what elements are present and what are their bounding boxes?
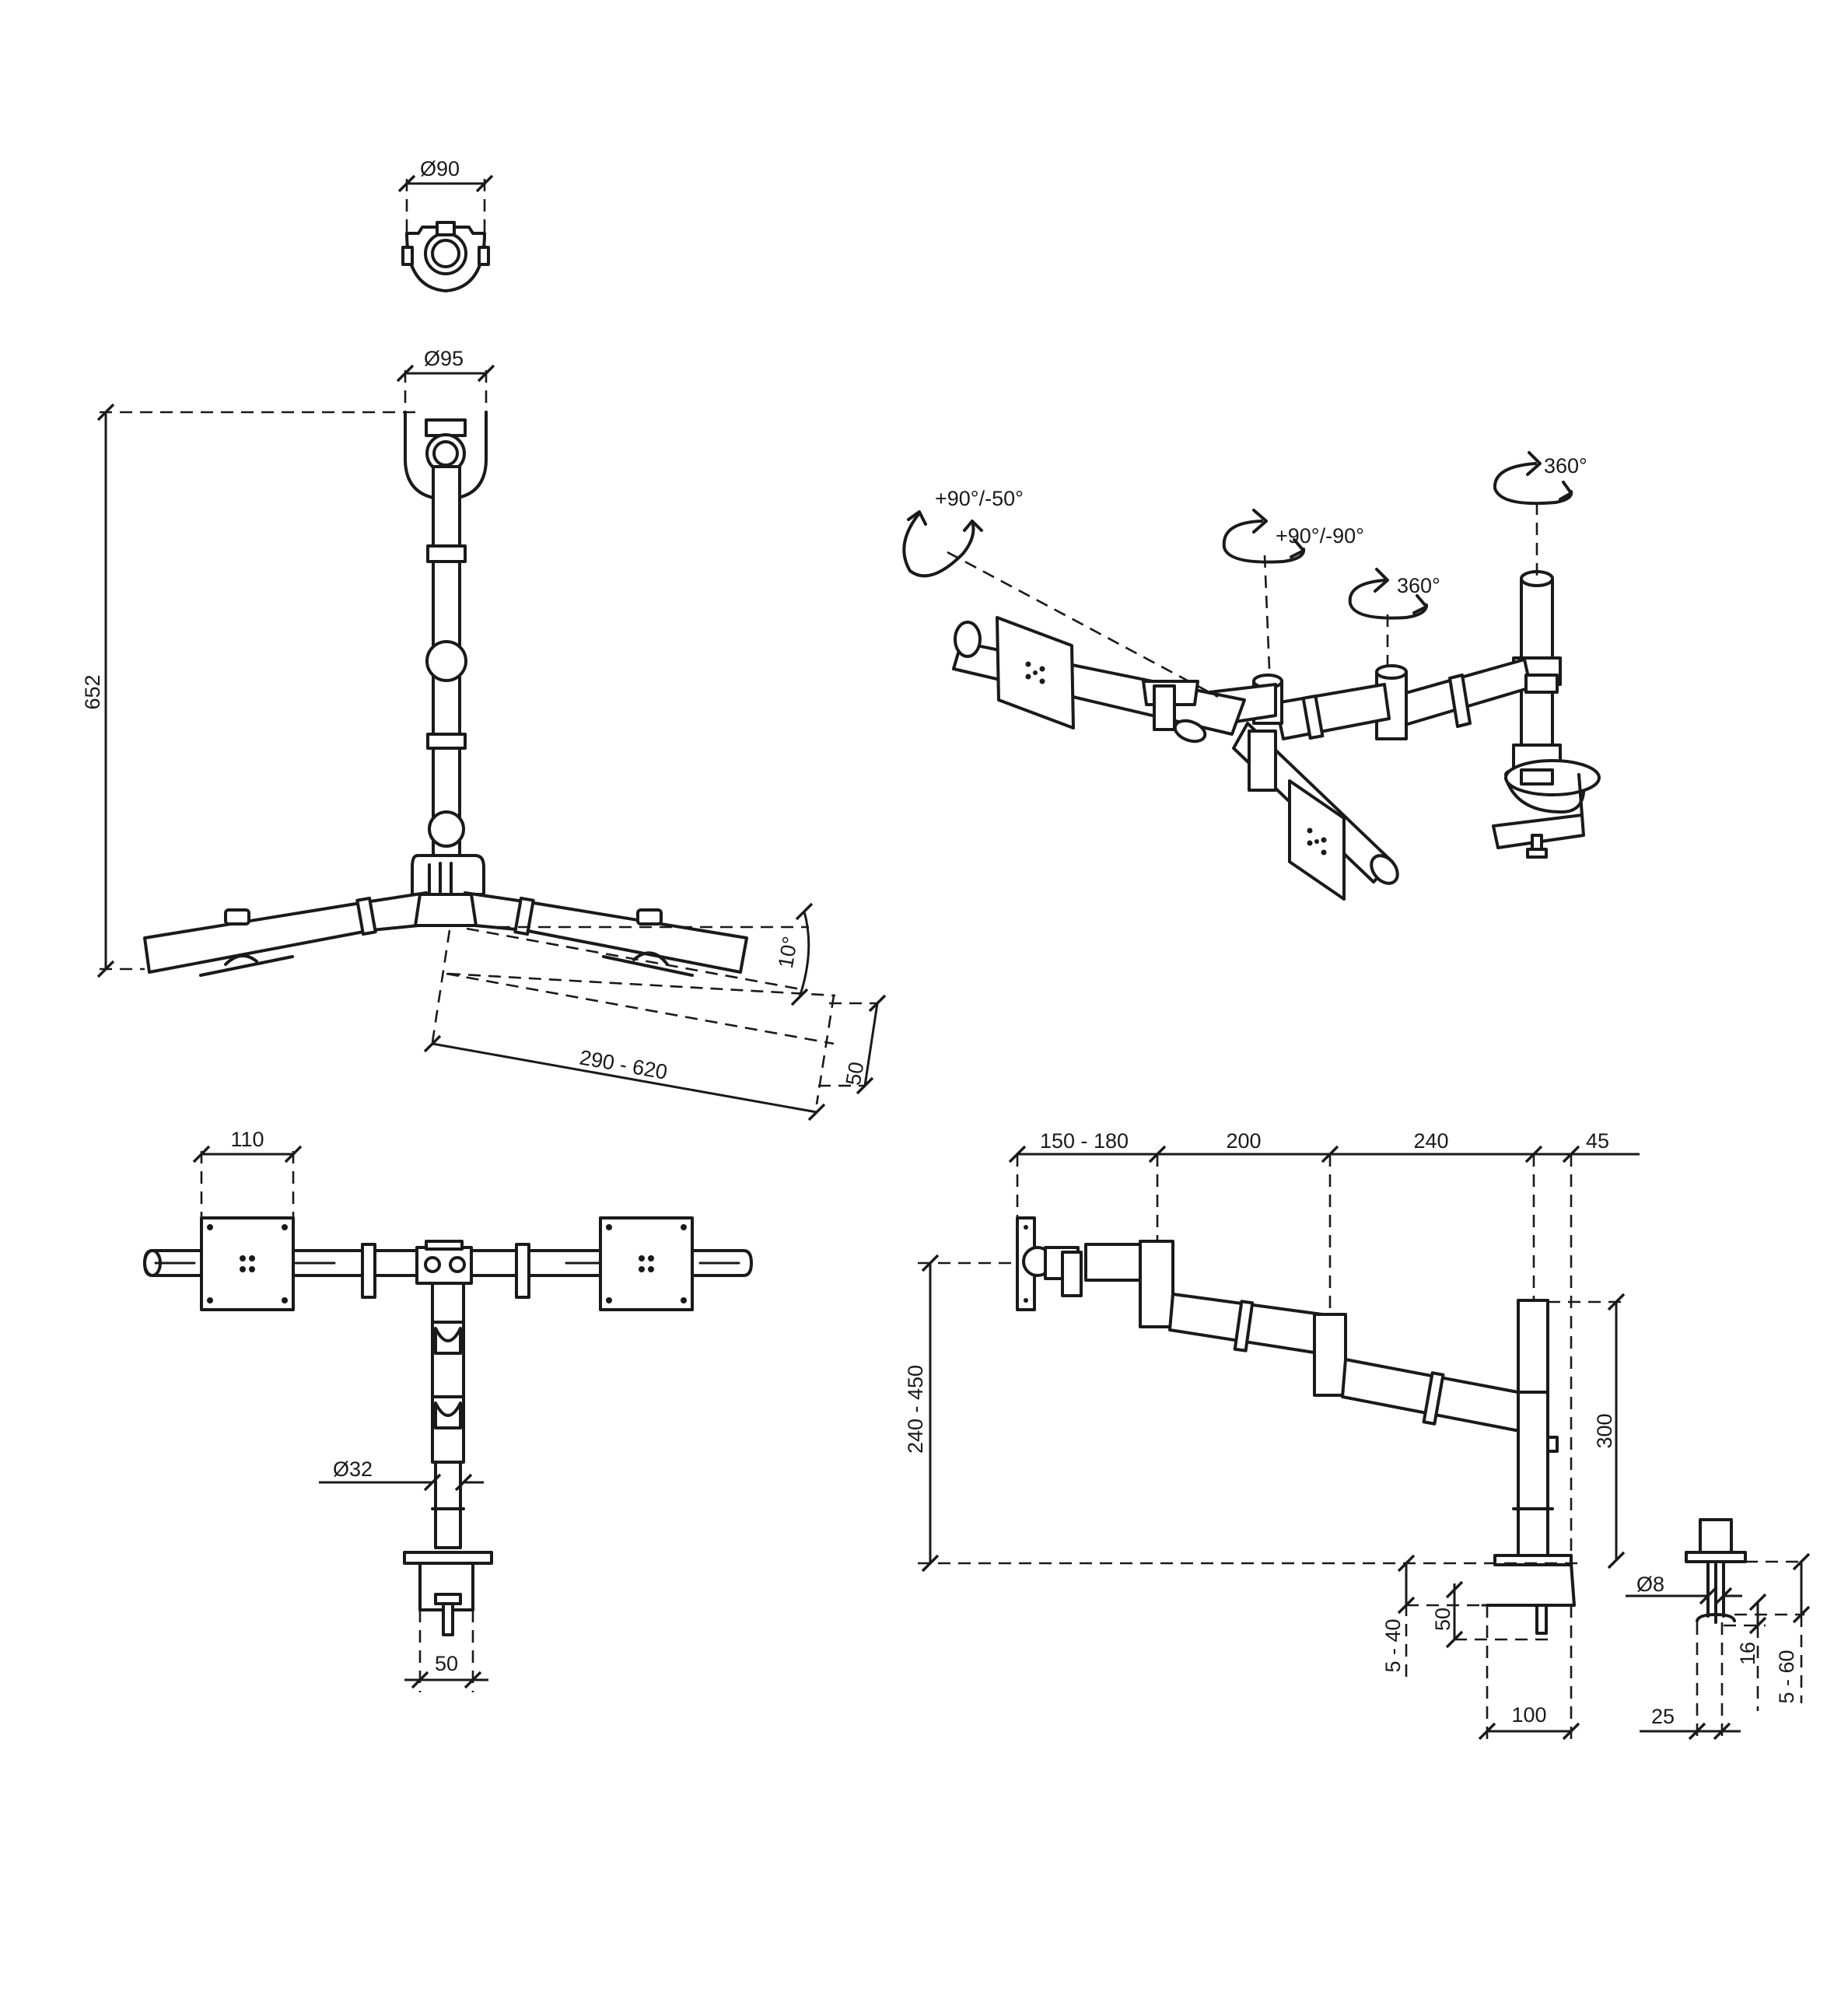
grommet-bolt-label: 16 (1736, 1642, 1759, 1665)
total-depth-label: 652 (81, 674, 104, 709)
pole-rotation-label: 360° (1544, 454, 1587, 478)
side-reach-4-label: 45 (1586, 1129, 1609, 1153)
side-view: 150 - 180 200 240 45 (904, 1129, 1640, 1742)
perspective-view: 360° +90°/-90° 360° +90°/-50° (902, 451, 1601, 901)
side-reach-3-label: 240 (1413, 1129, 1448, 1153)
side-reach-2-label: 200 (1226, 1129, 1261, 1153)
pole-height-label: 300 (1593, 1413, 1616, 1448)
front-view: 110 (143, 1128, 753, 1692)
grommet-detail-view: Ø8 5 - 60 16 25 (1626, 1518, 1811, 1742)
top-arm-view: Ø95 (81, 347, 887, 1121)
desk-thickness-label: 5 - 40 (1381, 1618, 1405, 1672)
clamp-offset-label: 50 (1431, 1608, 1454, 1631)
height-range-label: 240 - 450 (904, 1365, 927, 1454)
grommet-thickness-label: 5 - 60 (1775, 1650, 1798, 1703)
side-reach-1-label: 150 - 180 (1040, 1129, 1129, 1153)
clamp-depth-label: 100 (1511, 1703, 1546, 1727)
clamp-width-label: 50 (435, 1652, 458, 1675)
offset-label: 50 (842, 1060, 869, 1087)
bolt-diameter-label: Ø8 (1636, 1573, 1664, 1596)
top-cap-detail-view: Ø90 (397, 157, 494, 292)
vesa-width-label: 110 (230, 1128, 264, 1151)
arm-rotation-label: 360° (1397, 574, 1440, 597)
tilt-angle-label: 10° (774, 935, 803, 970)
tilt-rotation-label: +90°/-50° (935, 487, 1024, 510)
swivel-rotation-label: +90°/-90° (1276, 524, 1364, 548)
top-diameter-small-label: Ø90 (420, 157, 460, 180)
top-diameter-large-label: Ø95 (424, 347, 464, 370)
pole-diameter-label: Ø32 (333, 1457, 373, 1481)
grommet-width-label: 25 (1651, 1705, 1675, 1728)
